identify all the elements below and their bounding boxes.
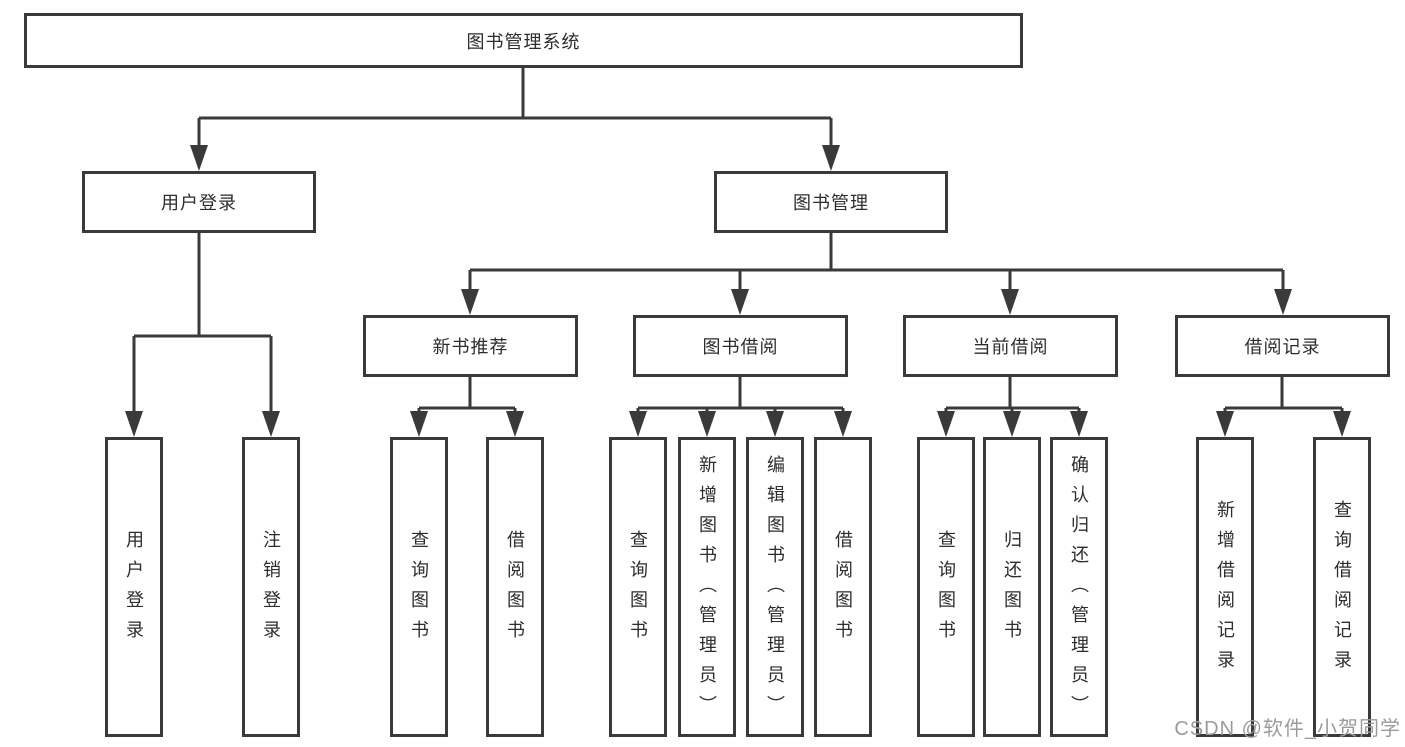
arrowhead [937,411,955,437]
node-book-management: 图书管理 [714,171,948,233]
connector-book-borrow-children [636,377,845,413]
leaf-query-books-recommend: 查询图书 [390,437,448,737]
leaf-user-login: 用户登录 [105,437,163,737]
leaf-logout: 注销登录 [242,437,300,737]
connector-book-mgmt-to-level3 [470,233,1283,272]
node-user-login: 用户登录 [82,171,316,233]
leaf-borrow-books: 借阅图书 [814,437,872,737]
leaf-add-borrow-record: 新增借阅记录 [1196,437,1254,737]
connector-root-to-level2 [199,68,831,120]
connector-borrow-records-children [1223,377,1344,413]
leaf-edit-books-admin: 编辑图书（管理员） [746,437,804,737]
connector-current-borrow-children [944,377,1081,413]
connector-new-books-children [417,377,517,413]
arrowhead [629,411,647,437]
leaf-borrow-books-recommend: 借阅图书 [486,437,544,737]
arrowhead [262,411,280,437]
node-root-library-system: 图书管理系统 [24,13,1023,68]
arrowhead [822,145,840,171]
arrowhead [1003,411,1021,437]
arrowhead [1216,411,1234,437]
leaf-add-books-admin: 新增图书（管理员） [678,437,736,737]
leaf-query-books-borrow: 查询图书 [609,437,667,737]
connector-user-login-children [134,233,271,338]
leaf-return-books: 归还图书 [983,437,1041,737]
arrowhead [461,289,479,315]
arrowhead [834,411,852,437]
leaf-confirm-return-admin: 确认归还（管理员） [1050,437,1108,737]
arrowhead [506,411,524,437]
node-new-book-recommend: 新书推荐 [363,315,578,377]
arrowhead [698,411,716,437]
leaf-query-books-current: 查询图书 [917,437,975,737]
arrowhead [125,411,143,437]
node-current-borrow: 当前借阅 [903,315,1118,377]
arrowhead [1274,289,1292,315]
csdn-watermark: CSDN @软件_小贺同学 [1174,718,1401,740]
arrowhead [1070,411,1088,437]
node-borrow-records: 借阅记录 [1175,315,1390,377]
leaf-query-borrow-record: 查询借阅记录 [1313,437,1371,737]
arrowhead [731,289,749,315]
arrowhead [766,411,784,437]
arrowhead [410,411,428,437]
arrowhead [1001,289,1019,315]
node-book-borrow: 图书借阅 [633,315,848,377]
arrowhead [1333,411,1351,437]
arrowhead [190,145,208,171]
